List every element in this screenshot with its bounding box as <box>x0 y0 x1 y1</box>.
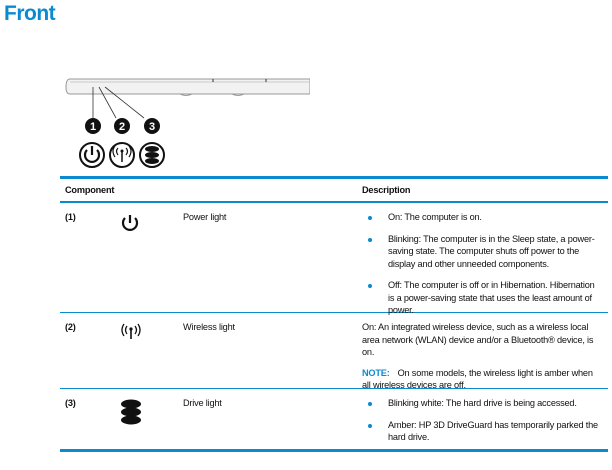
list-item: Amber: HP 3D DriveGuard has temporarily … <box>362 419 600 444</box>
table-row: (1) Power light On: The computer is on. … <box>60 203 608 315</box>
table-header: Component Description <box>60 179 608 203</box>
description-text: On: An integrated wireless device, such … <box>362 322 594 357</box>
drive-icon <box>121 399 141 425</box>
list-item: Blinking white: The hard drive is being … <box>362 397 600 410</box>
page-title: Front <box>4 2 56 25</box>
power-icon <box>79 142 105 168</box>
callout-3: 3 <box>144 118 160 134</box>
components-table: Component Description (1) Power light On… <box>60 176 608 452</box>
wireless-icon <box>121 323 141 339</box>
svg-text:1: 1 <box>90 121 96 133</box>
header-component: Component <box>65 184 115 195</box>
table-row: (3) Drive light Blinking white: The hard… <box>60 389 608 449</box>
list-item: Blinking: The computer is in the Sleep s… <box>362 233 600 271</box>
component-name: Power light <box>183 212 227 222</box>
table-row: (2) Wireless light On: An integrated wir… <box>60 313 608 392</box>
laptop-front-illustration: 1 2 3 <box>65 78 310 168</box>
header-description: Description <box>362 184 411 195</box>
row-number: (2) <box>65 322 76 332</box>
row-number: (1) <box>65 212 76 222</box>
row-number: (3) <box>65 398 76 408</box>
svg-text:2: 2 <box>119 121 125 133</box>
component-name: Drive light <box>183 398 222 408</box>
note-label: NOTE: <box>362 367 390 378</box>
power-icon <box>121 215 139 231</box>
callout-1: 1 <box>85 118 101 134</box>
list-item: Off: The computer is off or in Hibernati… <box>362 279 600 317</box>
component-name: Wireless light <box>183 322 235 332</box>
svg-text:3: 3 <box>149 121 155 133</box>
list-item: On: The computer is on. <box>362 211 600 224</box>
note: NOTE:On some models, the wireless light … <box>362 367 600 392</box>
drive-icon <box>139 142 165 168</box>
wireless-icon <box>109 142 135 168</box>
callout-2: 2 <box>114 118 130 134</box>
note-text: On some models, the wireless light is am… <box>362 367 593 391</box>
